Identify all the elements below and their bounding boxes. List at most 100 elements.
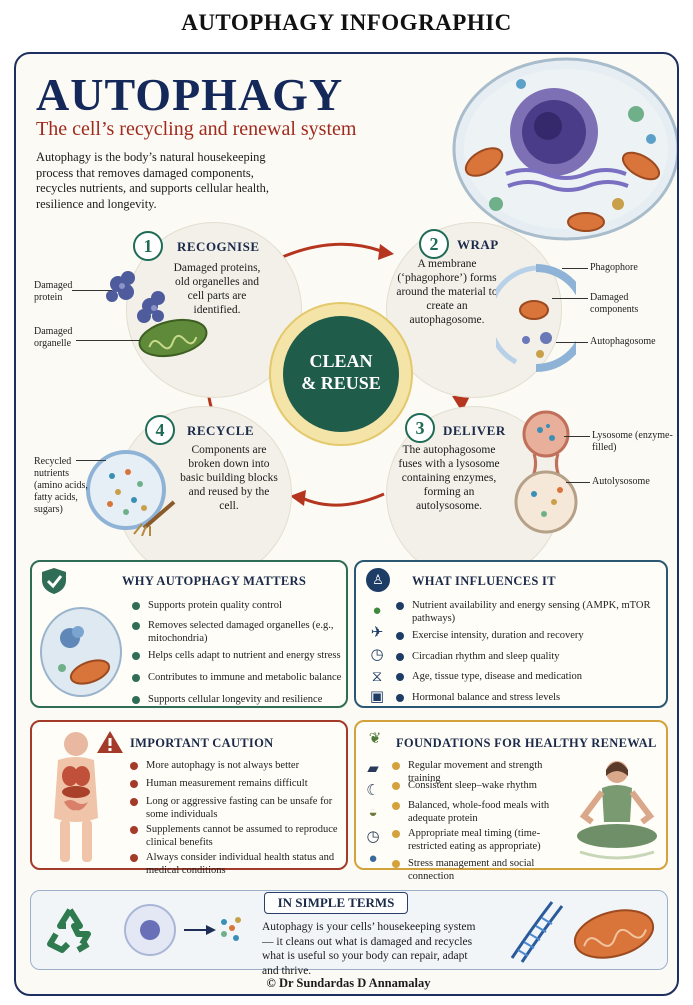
step-text: A membrane (‘phagophore’) forms around t… <box>396 258 498 326</box>
callout-autophagosome: Autophagosome <box>590 336 656 347</box>
list-item: Balanced, whole-food meals with adequate… <box>392 800 576 828</box>
simple-terms-text: Autophagy is your cells’ housekeeping sy… <box>262 921 476 977</box>
recycle-icon <box>47 908 91 953</box>
bullet <box>392 762 400 770</box>
callout-autolysosome: Autolysosome <box>592 476 650 487</box>
influences-list: Nutrient availability and energy sensing… <box>396 600 664 712</box>
step-title: DELIVER <box>443 423 506 438</box>
callout-lysosome: Lysosome (enzyme-filled) <box>592 430 673 453</box>
infographic-frame: AUTOPHAGY The cell’s recycling and renew… <box>14 52 679 996</box>
runner-icon: ✈ <box>370 625 384 641</box>
center-line-2: & REUSE <box>301 373 381 393</box>
autophagosome-illustration <box>496 264 576 372</box>
callout-damaged-organelle: Damaged organelle <box>34 326 73 349</box>
cell-illustration <box>452 57 677 241</box>
step-number: 3 <box>405 413 435 443</box>
dna-icon: ⧖ <box>371 669 383 685</box>
step-text: The autophagosome fuses with a lysosome … <box>398 444 500 512</box>
bullet <box>130 826 138 834</box>
person-icon: ♙ <box>366 568 390 592</box>
bullet <box>396 653 404 661</box>
lysosome-illustration <box>514 410 578 534</box>
list-item: More autophagy is not always better <box>130 760 344 778</box>
bullet <box>132 622 140 630</box>
bullet <box>132 674 140 682</box>
bullet <box>396 602 404 610</box>
apple-icon: ● <box>372 603 382 619</box>
list-item: Age, tissue type, disease and medication <box>396 671 664 692</box>
influences-panel: ♙ WHAT INFLUENCES IT ● ✈ ◷ ⧖ ▣ Nutrient … <box>354 560 668 708</box>
step-text: Damaged proteins, old organelles and cel… <box>173 262 261 316</box>
bullet <box>132 602 140 610</box>
damaged-organelle-illustration <box>138 318 208 358</box>
influences-title: WHAT INFLUENCES IT <box>412 574 556 588</box>
step-number: 2 <box>419 229 449 259</box>
list-item: Long or aggressive fasting can be unsafe… <box>130 796 344 824</box>
hero-description: Autophagy is the body’s natural housekee… <box>36 150 269 211</box>
callout-phagophore: Phagophore <box>590 262 638 273</box>
caution-panel: IMPORTANT CAUTION More autophagy is not … <box>30 720 348 876</box>
hero-title: AUTOPHAGY <box>36 69 344 120</box>
foundations-panel: ❦ FOUNDATIONS FOR HEALTHY RENEWAL ▰ ☾ ◒ … <box>354 720 668 882</box>
bullet <box>392 782 400 790</box>
leader-line <box>552 298 588 299</box>
leader-line <box>556 342 588 343</box>
list-item: Supports cellular longevity and resilien… <box>132 694 342 714</box>
list-item: Contributes to immune and metabolic bala… <box>132 672 342 694</box>
foundations-list: Regular movement and strength training C… <box>392 760 576 882</box>
simple-terms-title: IN SIMPLE TERMS <box>264 892 408 914</box>
caution-title: IMPORTANT CAUTION <box>130 736 274 750</box>
callout-recycled-nutrients: Recycled nutrients (amino acids, fatty a… <box>34 456 88 515</box>
bullet <box>132 652 140 660</box>
leaf-icon: ❦ <box>368 731 382 747</box>
damaged-protein-illustration <box>106 271 165 323</box>
anatomy-illustration <box>54 732 98 862</box>
arrow-recognise-to-wrap <box>279 242 394 260</box>
list-item: Helps cells adapt to nutrient and energy… <box>132 650 342 672</box>
center-line-1: CLEAN <box>309 351 373 371</box>
moon-icon: ☾ <box>366 783 380 799</box>
leader-line <box>72 290 112 291</box>
leader-line <box>76 340 140 341</box>
list-item: Supplements cannot be assumed to reprodu… <box>130 824 344 852</box>
callout-damaged-components: Damaged components <box>590 292 639 315</box>
leader-line <box>564 436 590 437</box>
callout-damaged-protein: Damaged protein <box>34 280 73 303</box>
cell-arrow-nutrients-illustration <box>124 904 241 956</box>
list-item: Always consider individual health status… <box>130 852 344 880</box>
meditation-illustration <box>577 761 657 860</box>
clean-reuse-badge: CLEAN & REUSE <box>269 302 413 446</box>
why-matters-list: Supports protein quality control Removes… <box>132 600 342 714</box>
step-title: RECOGNISE <box>177 239 260 254</box>
step-title: WRAP <box>457 237 499 252</box>
step-text: Components are broken down into basic bu… <box>180 444 278 512</box>
dna-mitochondria-illustration <box>510 901 655 963</box>
bullet <box>392 802 400 810</box>
list-item: Supports protein quality control <box>132 600 342 620</box>
bullet <box>130 780 138 788</box>
bullet <box>396 694 404 702</box>
page-title: AUTOPHAGY INFOGRAPHIC <box>181 10 512 35</box>
list-item: Human measurement remains difficult <box>130 778 344 796</box>
bullet <box>396 632 404 640</box>
step-number: 4 <box>145 415 175 445</box>
step-title: RECYCLE <box>187 423 255 438</box>
bullet <box>130 798 138 806</box>
list-item: Stress management and social connection <box>392 858 576 882</box>
step-number: 1 <box>133 231 163 261</box>
leader-line <box>566 482 590 483</box>
step-recognise: 1 RECOGNISE Damaged proteins, old organe… <box>126 222 302 398</box>
list-item: Consistent sleep–wake rhythm <box>392 780 576 800</box>
shield-check-icon <box>42 568 66 594</box>
leader-line <box>562 268 588 269</box>
copyright-footer: © Dr Sundardas D Annamalay <box>266 976 431 990</box>
why-matters-panel: WHY AUTOPHAGY MATTERS Supports protein q… <box>30 560 348 708</box>
arrow-deliver-to-recycle <box>290 490 385 507</box>
clock-icon: ◷ <box>370 647 384 663</box>
medication-icon: ▣ <box>369 689 385 705</box>
clock-icon: ◷ <box>366 829 380 845</box>
list-item: Circadian rhythm and sleep quality <box>396 651 664 671</box>
clean-reuse-core: CLEAN & REUSE <box>283 316 399 432</box>
leader-line <box>76 460 106 461</box>
bullet <box>392 860 400 868</box>
